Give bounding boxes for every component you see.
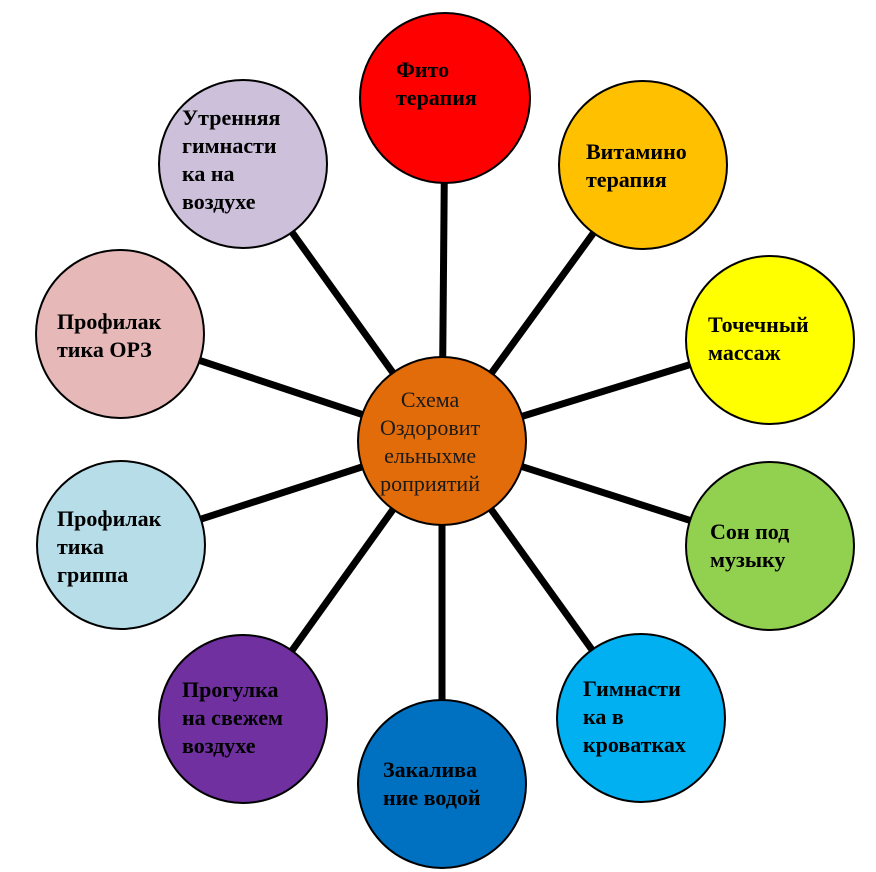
- node-utrennyaya-gimnastika: [158, 79, 328, 249]
- node-label-profilaktika-orz: Профилак тика ОРЗ: [57, 309, 162, 362]
- node-fitoterapiya: [359, 12, 531, 184]
- node-profilaktika-grippa: [36, 460, 206, 630]
- center-node-label: Схема Оздоровит ельныхме роприятий: [380, 387, 481, 496]
- node-gimnastika-v-krovatkah: [556, 633, 726, 803]
- node-label-profilaktika-grippa: Профилак тика гриппа: [57, 506, 162, 587]
- node-progulka: [158, 634, 328, 804]
- node-label-utrennyaya-gimnastika: Утренняя гимнасти ка на воздухе: [182, 105, 281, 214]
- node-profilaktika-orz: [35, 249, 205, 419]
- node-label-vitaminoterapiya: Витамино терапия: [586, 139, 687, 192]
- node-label-zakalivanie-vodoy: Закалива ние водой: [383, 757, 481, 810]
- node-tochechnyy-massazh: [685, 255, 855, 425]
- node-zakalivanie-vodoy: [357, 699, 527, 869]
- node-label-son-pod-muzyku: Сон под музыку: [710, 519, 790, 572]
- node-label-gimnastika-v-krovatkah: Гимнасти ка в кроватках: [583, 676, 686, 757]
- center-node: [357, 356, 527, 526]
- node-label-tochechnyy-massazh: Точечный массаж: [708, 312, 809, 365]
- node-label-progulka: Прогулка на свежем воздухе: [182, 677, 283, 758]
- node-vitaminoterapiya: [558, 80, 728, 250]
- node-label-fitoterapiya: Фито терапия: [396, 57, 477, 110]
- node-son-pod-muzyku: [685, 461, 855, 631]
